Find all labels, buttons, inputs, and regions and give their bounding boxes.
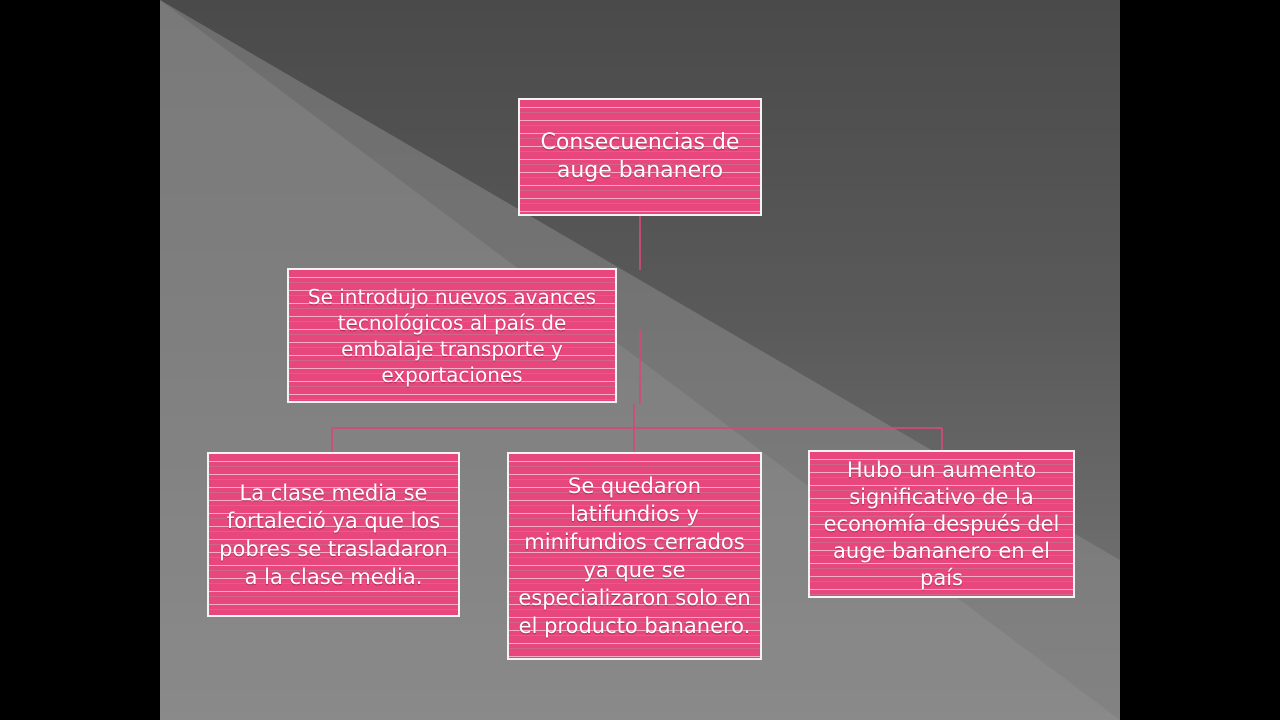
level1-node-text: Se introdujo nuevos avances tecnológicos… [307, 284, 597, 387]
root-node-text: Consecuencias de auge bananero [540, 130, 740, 183]
slide: Consecuencias de auge bananero Se introd… [160, 0, 1120, 720]
root-node: Consecuencias de auge bananero [518, 98, 762, 216]
level2-node-right-text: Hubo un aumento significativo de la econ… [823, 457, 1060, 590]
connector-lines [331, 216, 943, 452]
level2-node-left-text: La clase media se fortaleció ya que los … [219, 480, 448, 589]
level1-node: Se introdujo nuevos avances tecnológicos… [287, 268, 617, 403]
level2-node-right: Hubo un aumento significativo de la econ… [808, 450, 1075, 598]
level2-node-center: Se quedaron latifundios y minifundios ce… [507, 452, 762, 660]
level2-node-left: La clase media se fortaleció ya que los … [207, 452, 460, 617]
level2-node-center-text: Se quedaron latifundios y minifundios ce… [518, 474, 751, 638]
